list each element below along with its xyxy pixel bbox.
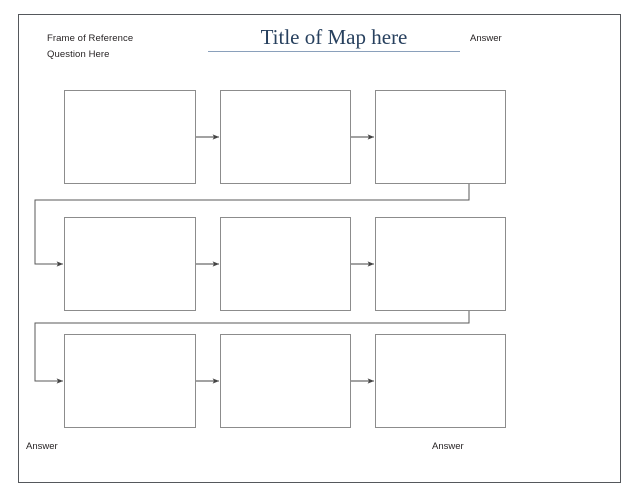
frame-of-reference-line-1: Frame of Reference [47, 33, 134, 44]
title-block: Title of Map here [208, 25, 460, 52]
answer-label-bottom-left: Answer [26, 441, 58, 452]
flow-box-8[interactable] [220, 334, 351, 428]
flow-box-1[interactable] [64, 90, 196, 184]
flow-box-7[interactable] [64, 334, 196, 428]
flow-box-2[interactable] [220, 90, 351, 184]
flow-box-5[interactable] [220, 217, 351, 311]
flow-box-6[interactable] [375, 217, 506, 311]
answer-label-bottom-middle: Answer [432, 441, 464, 452]
frame-of-reference-block: Frame of Reference Question Here [47, 31, 133, 62]
title-underline-rule [208, 51, 460, 52]
flow-box-4[interactable] [64, 217, 196, 311]
frame-of-reference-line-2: Question Here [47, 48, 110, 60]
flow-box-9[interactable] [375, 334, 506, 428]
page-title[interactable]: Title of Map here [260, 25, 408, 49]
answer-label-top: Answer [470, 33, 502, 44]
flow-box-3[interactable] [375, 90, 506, 184]
